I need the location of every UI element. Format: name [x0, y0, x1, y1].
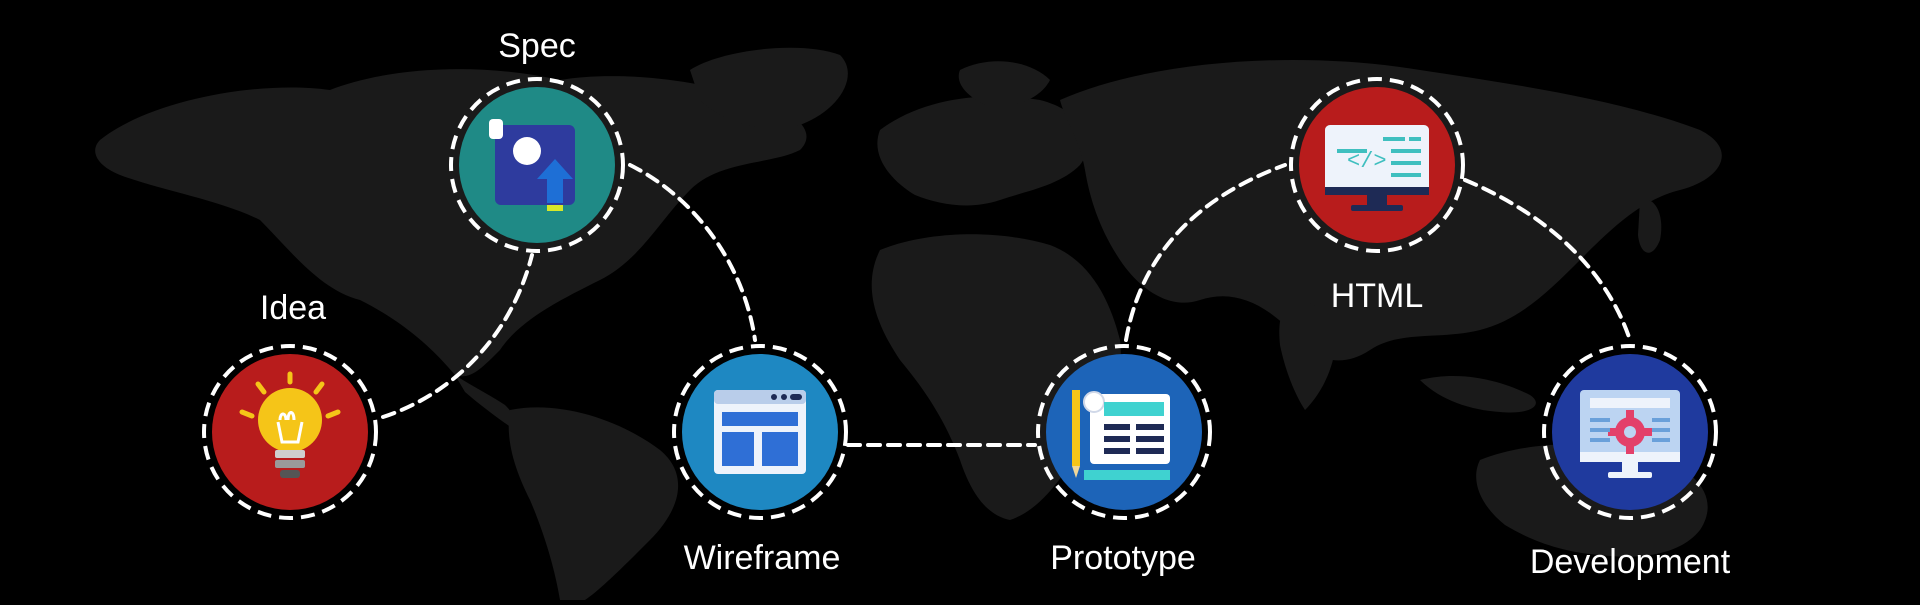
- label-wireframe: Wireframe: [683, 539, 841, 577]
- node-html[interactable]: </>: [1289, 77, 1465, 253]
- label-idea: Idea: [259, 289, 327, 327]
- wireframe-browser-icon: [714, 390, 806, 474]
- label-spec: Spec: [498, 27, 576, 65]
- blueprint-prototype-icon: [1072, 390, 1170, 480]
- svg-text:</>: </>: [1347, 149, 1387, 174]
- label-development: Development: [1529, 543, 1731, 581]
- label-html: HTML: [1330, 277, 1424, 315]
- gear-monitor-icon: [1580, 390, 1680, 478]
- node-idea[interactable]: [202, 344, 378, 520]
- code-monitor-icon: </>: [1325, 125, 1429, 211]
- connector-spec-wireframe: [628, 163, 757, 342]
- connector-idea-spec: [381, 253, 534, 419]
- lightbulb-icon: [239, 371, 341, 478]
- label-prototype: Prototype: [1050, 539, 1196, 577]
- node-spec[interactable]: [449, 77, 625, 253]
- connector-html-development: [1463, 178, 1632, 342]
- node-wireframe[interactable]: [672, 344, 848, 520]
- node-development[interactable]: [1542, 344, 1718, 520]
- node-prototype[interactable]: [1036, 344, 1212, 520]
- connector-prototype-html: [1124, 163, 1287, 342]
- connectors: [381, 163, 1632, 447]
- spec-document-upload-icon: [489, 119, 575, 211]
